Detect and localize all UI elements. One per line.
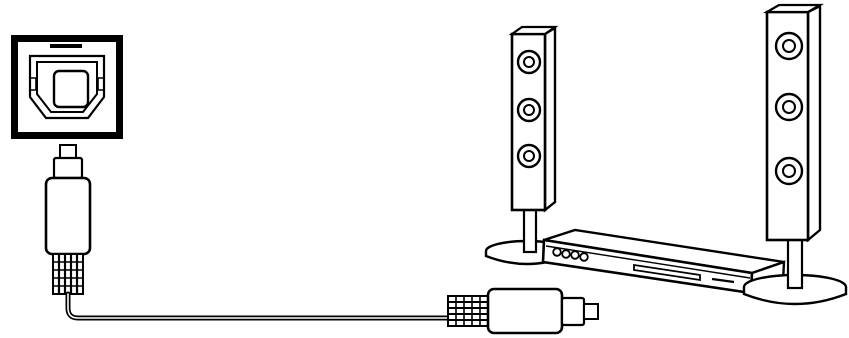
cable-icon bbox=[68, 294, 450, 318]
optical-plug-icon bbox=[448, 289, 598, 333]
optical-plug-icon bbox=[46, 145, 90, 294]
tower-speaker-icon bbox=[486, 27, 568, 264]
optical-input-port-icon bbox=[11, 35, 123, 139]
